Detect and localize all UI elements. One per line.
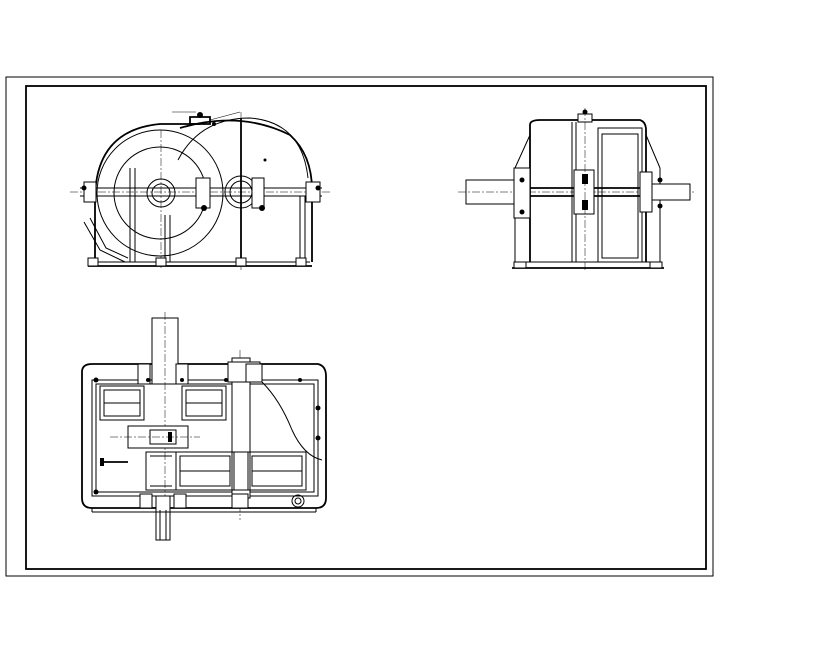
front-elevation-view xyxy=(70,111,330,270)
inner-border xyxy=(25,85,707,570)
side-elevation-view xyxy=(458,108,696,272)
plan-section-view xyxy=(81,312,327,541)
outer-border xyxy=(5,76,714,577)
